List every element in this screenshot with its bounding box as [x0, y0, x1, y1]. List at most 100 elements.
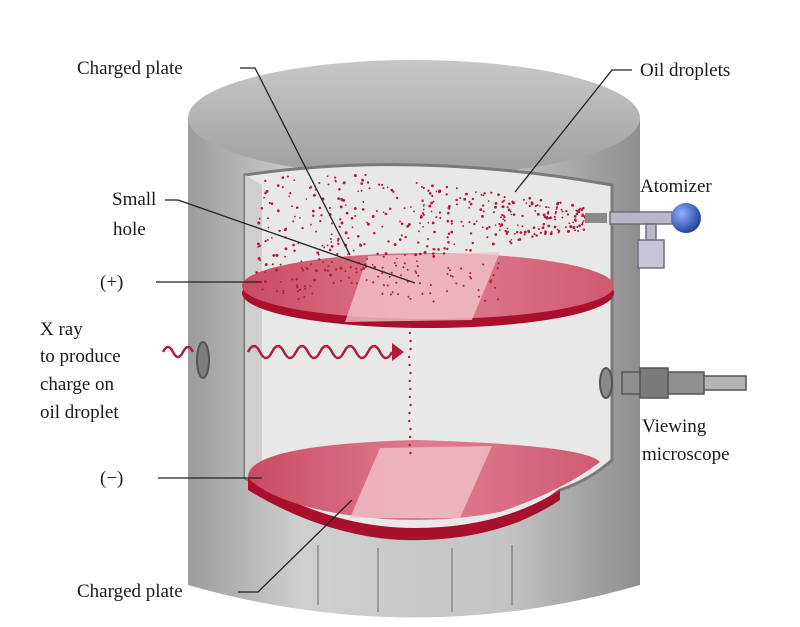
oil-droplet: [502, 218, 505, 220]
oil-droplet: [324, 269, 327, 272]
oil-droplet: [390, 188, 394, 192]
oil-droplet: [337, 197, 340, 200]
oil-droplet: [481, 214, 484, 218]
oil-droplet: [438, 189, 442, 193]
oil-droplet: [406, 268, 409, 271]
cylinder-top: [188, 60, 640, 176]
oil-droplet: [501, 200, 504, 204]
oil-droplet: [549, 232, 553, 236]
label-xray-line3: charge on: [40, 374, 115, 395]
oil-droplet: [450, 230, 454, 234]
oil-droplet: [503, 196, 506, 199]
label-plus: (+): [100, 272, 123, 293]
oil-droplet: [510, 242, 513, 245]
oil-droplet: [342, 181, 346, 185]
oil-droplet: [504, 229, 508, 233]
oil-droplet: [334, 176, 337, 179]
oil-droplet: [415, 181, 418, 185]
oil-droplet: [299, 217, 301, 219]
label-xray-line4: oil droplet: [40, 402, 119, 423]
oil-droplet: [400, 274, 402, 277]
oil-droplet: [581, 223, 584, 226]
oil-droplet: [382, 187, 385, 190]
oil-droplet: [349, 266, 352, 269]
oil-droplet: [290, 205, 293, 208]
oil-droplet: [264, 179, 267, 183]
oil-droplet: [446, 211, 450, 215]
oil-droplet: [574, 229, 576, 232]
oil-droplet: [465, 248, 468, 251]
oil-droplet: [507, 230, 510, 233]
oil-droplet: [397, 293, 399, 296]
bottom-charged-plate: [247, 440, 600, 540]
atomizer-tube: [609, 211, 673, 225]
oil-droplet: [377, 275, 380, 278]
oil-droplet: [316, 251, 320, 255]
oil-droplet: [435, 216, 438, 219]
oil-droplet: [366, 258, 369, 260]
label-xray-line2: to produce: [40, 346, 121, 367]
oil-droplet: [350, 281, 353, 284]
oil-droplet: [352, 249, 355, 252]
oil-droplet: [268, 201, 271, 205]
cylinder-base-panel: [317, 545, 513, 612]
oil-droplet: [523, 233, 526, 236]
oil-droplet: [371, 215, 375, 218]
oil-droplet: [302, 269, 305, 272]
oil-droplet: [492, 274, 495, 277]
oil-droplet: [338, 225, 341, 228]
oil-droplet: [582, 228, 586, 231]
oil-droplet: [296, 290, 299, 293]
atomizer-device: [585, 203, 701, 269]
oil-droplet: [515, 230, 519, 234]
oil-droplet: [410, 206, 412, 208]
oil-droplet: [473, 222, 476, 226]
falling-oil-droplet: [409, 451, 412, 455]
oil-droplet: [446, 219, 450, 223]
oil-droplet: [373, 265, 376, 269]
oil-droplet: [498, 229, 501, 231]
oil-droplet: [360, 182, 364, 185]
oil-droplet: [508, 209, 511, 212]
oil-droplet: [274, 268, 278, 272]
label-xray-line1: X ray: [40, 319, 83, 340]
oil-droplet: [400, 234, 403, 237]
oil-droplet: [539, 198, 543, 202]
oil-droplet: [528, 196, 532, 200]
oil-droplet: [475, 191, 477, 193]
oil-droplet: [566, 213, 570, 216]
atomizer-reservoir: [637, 239, 665, 269]
oil-droplet: [422, 186, 425, 190]
label-oil-droplets: Oil droplets: [640, 60, 730, 81]
oil-droplet: [417, 241, 420, 244]
oil-droplet: [451, 275, 454, 278]
oil-droplet: [396, 257, 398, 260]
oil-droplet: [427, 221, 430, 224]
oil-droplet: [418, 230, 420, 233]
oil-droplet: [330, 245, 334, 248]
oil-droplet: [258, 217, 261, 220]
oil-droplet: [545, 206, 548, 209]
oil-droplet: [446, 236, 449, 239]
oil-droplet: [480, 193, 483, 196]
oil-droplet: [539, 231, 543, 235]
oil-droplet: [407, 295, 410, 298]
oil-droplet: [366, 181, 370, 184]
oil-droplet: [415, 272, 418, 274]
oil-droplet: [544, 230, 547, 234]
oil-droplet: [403, 262, 406, 265]
oil-droplet: [258, 244, 262, 248]
oil-droplet: [414, 253, 418, 257]
oil-droplet: [523, 230, 527, 234]
oil-droplet: [297, 297, 300, 300]
oil-droplet: [276, 209, 280, 213]
oil-droplet: [433, 230, 436, 234]
oil-droplet: [430, 201, 433, 205]
oil-droplet: [265, 189, 269, 193]
oil-droplet: [575, 212, 579, 216]
oil-droplet: [482, 263, 485, 266]
oil-droplet: [360, 189, 363, 192]
oil-droplet: [288, 195, 291, 198]
oil-droplet: [491, 242, 495, 246]
